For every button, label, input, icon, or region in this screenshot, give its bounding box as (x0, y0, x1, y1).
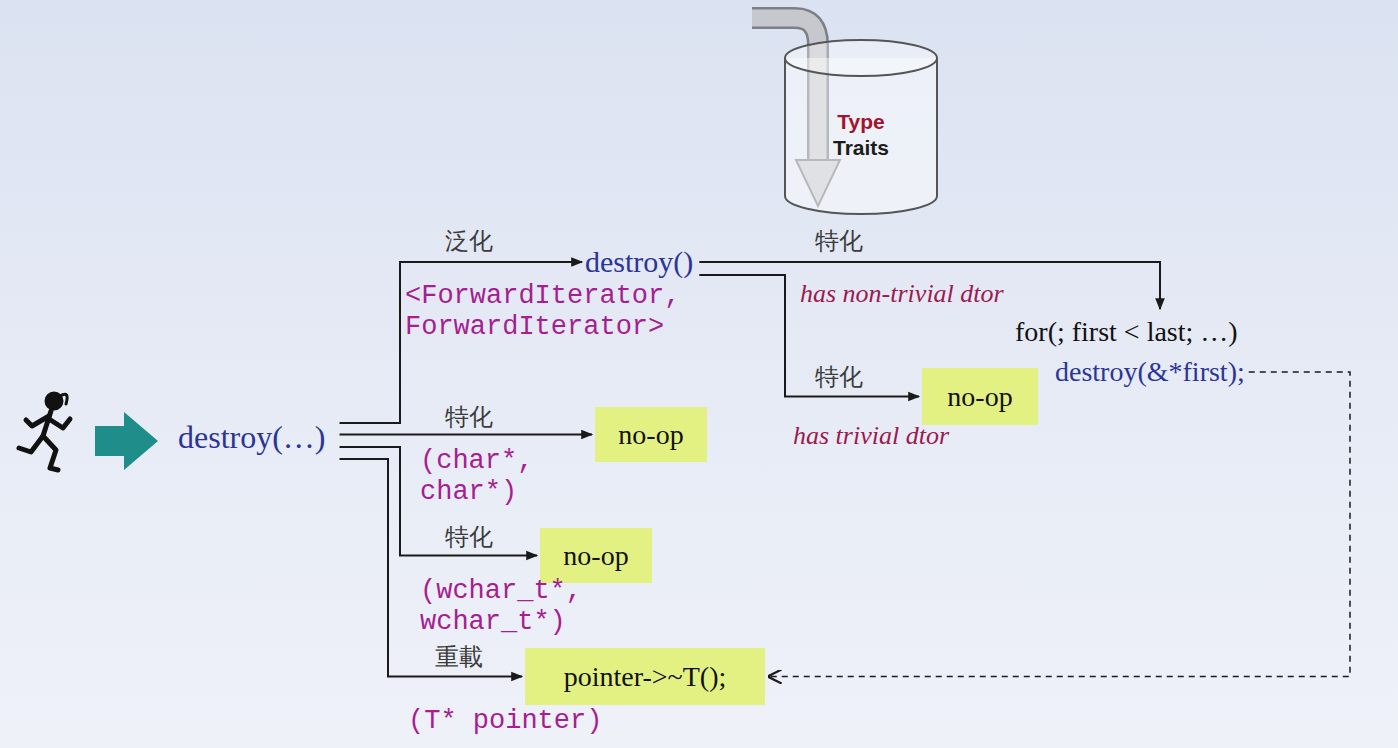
edge-label: 特化 (815, 364, 863, 390)
dtor-call-box: pointer->~T(); (525, 648, 765, 705)
type-traits-cylinder: TypeTraits (783, 38, 939, 216)
param-types: (T* pointer) (408, 706, 602, 737)
runner-hair (60, 394, 67, 404)
no-op-box: no-op (595, 407, 707, 462)
edge-label: 特化 (445, 404, 493, 430)
dispatch-arrow (699, 262, 1160, 309)
teal-arrow (95, 412, 158, 470)
loop-code: for(; first < last; …)destroy(&*first); (1015, 312, 1245, 392)
edge-label: 特化 (815, 228, 863, 254)
runner-leg (43, 436, 58, 470)
param-types: (wchar_t*, wchar_t*) (420, 576, 620, 638)
runner-leg (19, 436, 43, 452)
param-types: (char*, char*) (420, 446, 570, 508)
function-text: destroy(…) (178, 418, 326, 456)
connector-group (340, 262, 1350, 677)
edge-label: 泛化 (445, 228, 493, 254)
type-traits-text: Traits (833, 135, 889, 161)
runner-icon (19, 394, 70, 470)
dashed-call-arrow (769, 372, 1350, 677)
edge-label: 重載 (435, 644, 483, 670)
cylinder-body (785, 58, 937, 214)
edge-label: 特化 (445, 524, 493, 550)
type-traits-text: Type (837, 109, 884, 135)
loop-code-text: for(; first < last; …) (1015, 312, 1245, 352)
loop-code-text: destroy(&*first); (1055, 352, 1245, 392)
function-text: destroy() (585, 244, 693, 280)
function-name: destroy(…) (178, 418, 326, 456)
function-name: destroy() (585, 244, 693, 280)
condition-note: has trivial dtor (793, 421, 949, 451)
template-params: <ForwardIterator, ForwardIterator> (405, 281, 735, 343)
no-op-box: no-op (922, 368, 1038, 425)
no-op-box: no-op (540, 528, 652, 583)
runner-arm (26, 416, 49, 426)
no-op-text: no-op (947, 380, 1012, 414)
runner-arm (49, 419, 70, 428)
condition-note: has non-trivial dtor (800, 279, 1004, 309)
no-op-text: no-op (618, 418, 683, 452)
dtor-call-text: pointer->~T(); (564, 660, 727, 694)
no-op-text: no-op (563, 539, 628, 573)
cylinder-top (785, 40, 937, 76)
dispatch-arrow (340, 434, 592, 436)
